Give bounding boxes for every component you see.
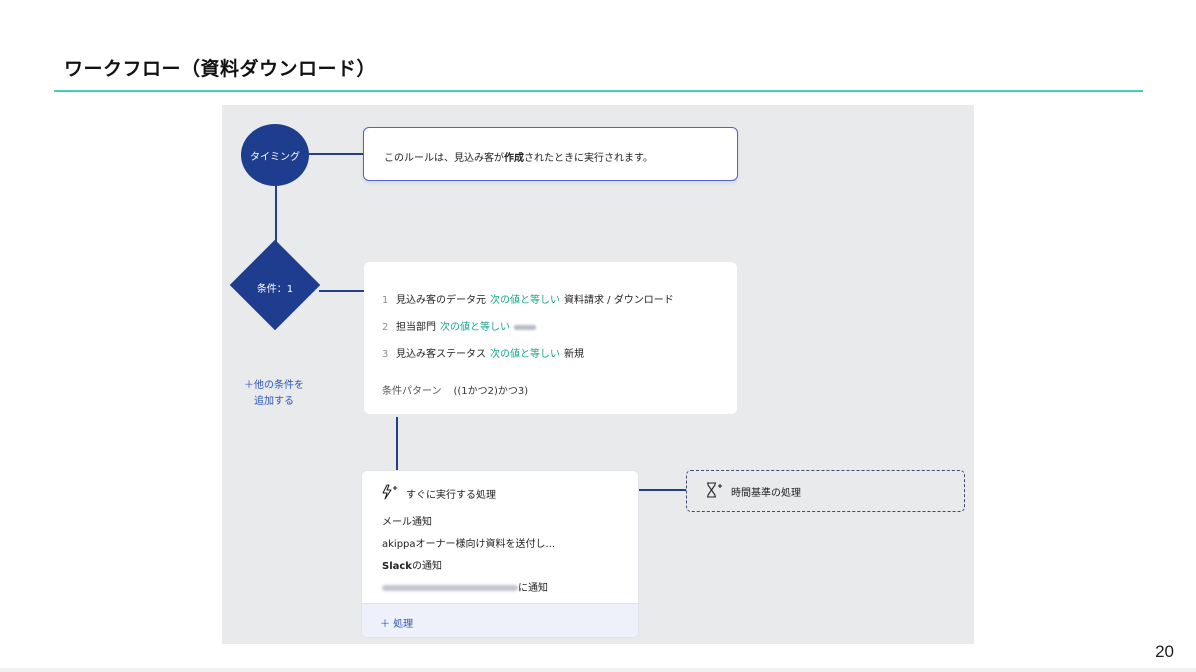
- redacted-channel: [382, 585, 518, 591]
- slide-title: ワークフロー（資料ダウンロード）: [64, 58, 377, 80]
- time-based-header: 時間基準の処理: [705, 482, 801, 501]
- redacted-value: [514, 324, 536, 330]
- action-slack-channel[interactable]: に通知: [382, 579, 548, 594]
- bottom-band: [0, 668, 1196, 672]
- timing-rule-text: このルールは、見込み客が作成されたときに実行されます。: [384, 153, 653, 164]
- connector-actions-timebased: [638, 489, 686, 491]
- action-slack-notify[interactable]: Slackの通知: [382, 561, 442, 572]
- timing-rule-card[interactable]: このルールは、見込み客が作成されたときに実行されます。: [363, 127, 738, 181]
- connector-timing-condition: [275, 186, 277, 254]
- add-action-button[interactable]: ＋ 処理: [380, 619, 414, 630]
- title-underline: [54, 90, 1143, 92]
- time-based-actions-card[interactable]: 時間基準の処理: [686, 470, 965, 512]
- hourglass-plus-icon: [705, 482, 723, 501]
- page-number: 20: [1155, 642, 1174, 661]
- immediate-actions-card[interactable]: すぐに実行する処理 メール通知 akippaオーナー様向け資料を送付し... S…: [361, 470, 639, 638]
- timing-node[interactable]: タイミング: [241, 124, 309, 186]
- immediate-actions-header: すぐに実行する処理: [380, 484, 496, 503]
- timing-rule-emphasis: 作成: [504, 153, 524, 164]
- condition-node-label: 条件：1: [256, 284, 294, 295]
- connector-condition-actions: [396, 417, 398, 470]
- connector-timing-card: [309, 153, 363, 155]
- condition-pattern: 条件パターン((1かつ2)かつ3): [382, 386, 529, 397]
- timing-node-label: タイミング: [250, 151, 300, 163]
- action-footer: ＋ 処理: [362, 603, 638, 637]
- action-email-notify[interactable]: メール通知: [382, 517, 432, 528]
- workflow-canvas: タイミング このルールは、見込み客が作成されたときに実行されます。 条件：1 ＋…: [222, 105, 974, 644]
- add-condition-link[interactable]: ＋他の条件を 追加する: [244, 380, 304, 407]
- connector-condition-card: [319, 290, 364, 292]
- lightning-plus-icon: [380, 484, 398, 503]
- action-send-document[interactable]: akippaオーナー様向け資料を送付し...: [382, 539, 556, 550]
